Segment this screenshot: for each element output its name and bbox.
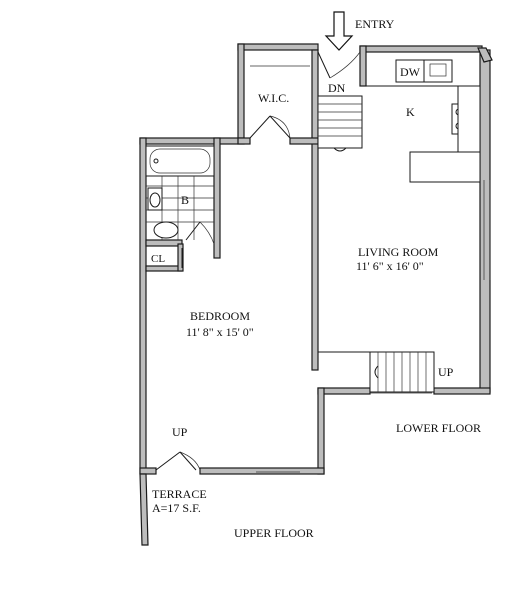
label-bath: B [181, 193, 189, 207]
label-wic: W.I.C. [258, 91, 289, 105]
kitchen-fixtures [366, 59, 481, 183]
label-living-size: 11' 6" x 16' 0" [356, 259, 424, 273]
label-dn: DN [328, 81, 346, 95]
label-bedroom: BEDROOM [190, 309, 250, 323]
label-upper-floor: UPPER FLOOR [234, 526, 314, 540]
label-dw: DW [400, 65, 421, 79]
wic-door [249, 115, 291, 139]
label-closet: CL [151, 253, 165, 265]
entry-door [317, 51, 361, 79]
windows [250, 65, 491, 473]
label-lower-floor: LOWER FLOOR [396, 421, 481, 435]
label-kitchen: K [406, 105, 415, 119]
stair-up [318, 351, 435, 393]
label-terrace: TERRACE [152, 487, 207, 501]
label-up-stair: UP [438, 365, 454, 379]
bathroom-fixtures [145, 145, 215, 245]
label-living-room: LIVING ROOM [358, 245, 439, 259]
label-terrace-area: A=17 S.F. [152, 501, 201, 515]
label-entry: ENTRY [355, 17, 395, 31]
terrace-door [155, 451, 201, 471]
label-up-terrace: UP [172, 425, 188, 439]
stair-down [317, 95, 363, 152]
label-bedroom-size: 11' 8" x 15' 0" [186, 325, 254, 339]
entry-arrow-icon [324, 11, 354, 51]
